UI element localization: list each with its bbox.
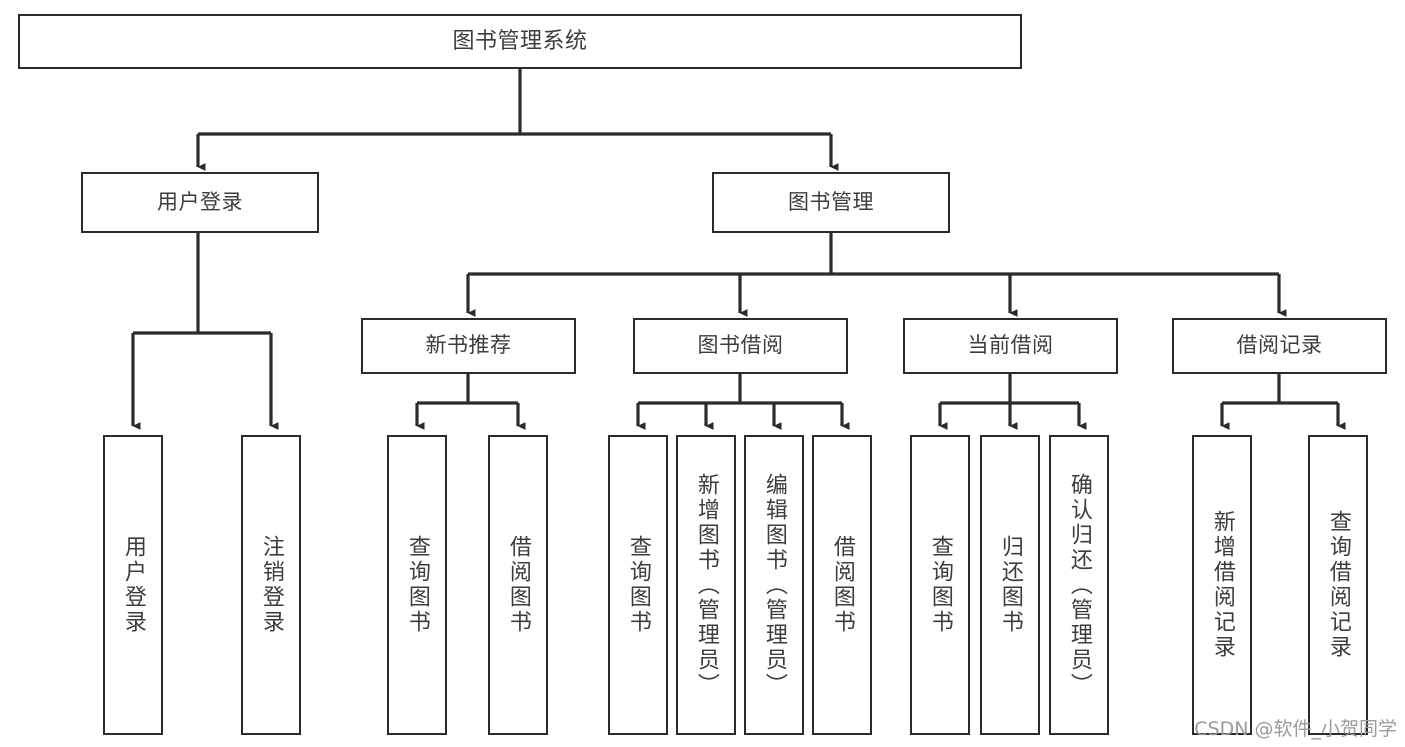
node-book-management-label: 图书管理: [788, 189, 874, 214]
node-leaf-query-borrow-record[interactable]: 查询借阅记录: [1308, 435, 1368, 735]
node-leaf-query-book-borrow-label: 查询图书: [625, 535, 651, 635]
node-leaf-add-book-admin-label: 新增图书（管理员）: [693, 472, 719, 698]
node-user-login[interactable]: 用户登录: [81, 172, 319, 233]
node-new-book-recommend[interactable]: 新书推荐: [361, 318, 576, 374]
node-leaf-query-book-current[interactable]: 查询图书: [910, 435, 970, 735]
node-leaf-query-book-borrow[interactable]: 查询图书: [608, 435, 668, 735]
node-leaf-borrow-book[interactable]: 借阅图书: [812, 435, 872, 735]
node-current-borrow-label: 当前借阅: [967, 333, 1054, 358]
node-leaf-edit-book-admin[interactable]: 编辑图书（管理员）: [744, 435, 804, 735]
node-leaf-query-book-current-label: 查询图书: [927, 535, 953, 635]
node-leaf-query-borrow-record-label: 查询借阅记录: [1325, 510, 1351, 660]
node-leaf-confirm-return-admin-label: 确认归还（管理员）: [1066, 472, 1092, 698]
node-leaf-logout-label: 注销登录: [258, 535, 284, 635]
node-borrow-record-label: 借阅记录: [1236, 333, 1323, 358]
node-current-borrow[interactable]: 当前借阅: [903, 318, 1118, 374]
node-root-book-management-system[interactable]: 图书管理系统: [18, 14, 1022, 69]
node-leaf-add-borrow-record-label: 新增借阅记录: [1209, 510, 1235, 660]
node-user-login-label: 用户登录: [157, 189, 243, 214]
node-leaf-confirm-return-admin[interactable]: 确认归还（管理员）: [1049, 435, 1109, 735]
node-leaf-borrow-book-recommend[interactable]: 借阅图书: [488, 435, 548, 735]
node-leaf-query-book-recommend[interactable]: 查询图书: [387, 435, 447, 735]
node-leaf-borrow-book-label: 借阅图书: [829, 535, 855, 635]
node-leaf-edit-book-admin-label: 编辑图书（管理员）: [761, 472, 787, 698]
node-leaf-borrow-book-recommend-label: 借阅图书: [505, 535, 531, 635]
node-leaf-logout[interactable]: 注销登录: [241, 435, 301, 735]
node-root-label: 图书管理系统: [452, 28, 588, 54]
node-book-borrow[interactable]: 图书借阅: [633, 318, 848, 374]
node-book-borrow-label: 图书借阅: [697, 333, 784, 358]
node-leaf-add-book-admin[interactable]: 新增图书（管理员）: [676, 435, 736, 735]
node-leaf-return-book[interactable]: 归还图书: [980, 435, 1040, 735]
node-leaf-return-book-label: 归还图书: [997, 535, 1023, 635]
node-book-management[interactable]: 图书管理: [712, 172, 950, 233]
node-borrow-record[interactable]: 借阅记录: [1172, 318, 1387, 374]
node-leaf-user-login-label: 用户登录: [120, 535, 146, 635]
node-leaf-query-book-recommend-label: 查询图书: [404, 535, 430, 635]
node-new-book-recommend-label: 新书推荐: [425, 333, 512, 358]
node-leaf-add-borrow-record[interactable]: 新增借阅记录: [1192, 435, 1252, 735]
node-leaf-user-login[interactable]: 用户登录: [103, 435, 163, 735]
